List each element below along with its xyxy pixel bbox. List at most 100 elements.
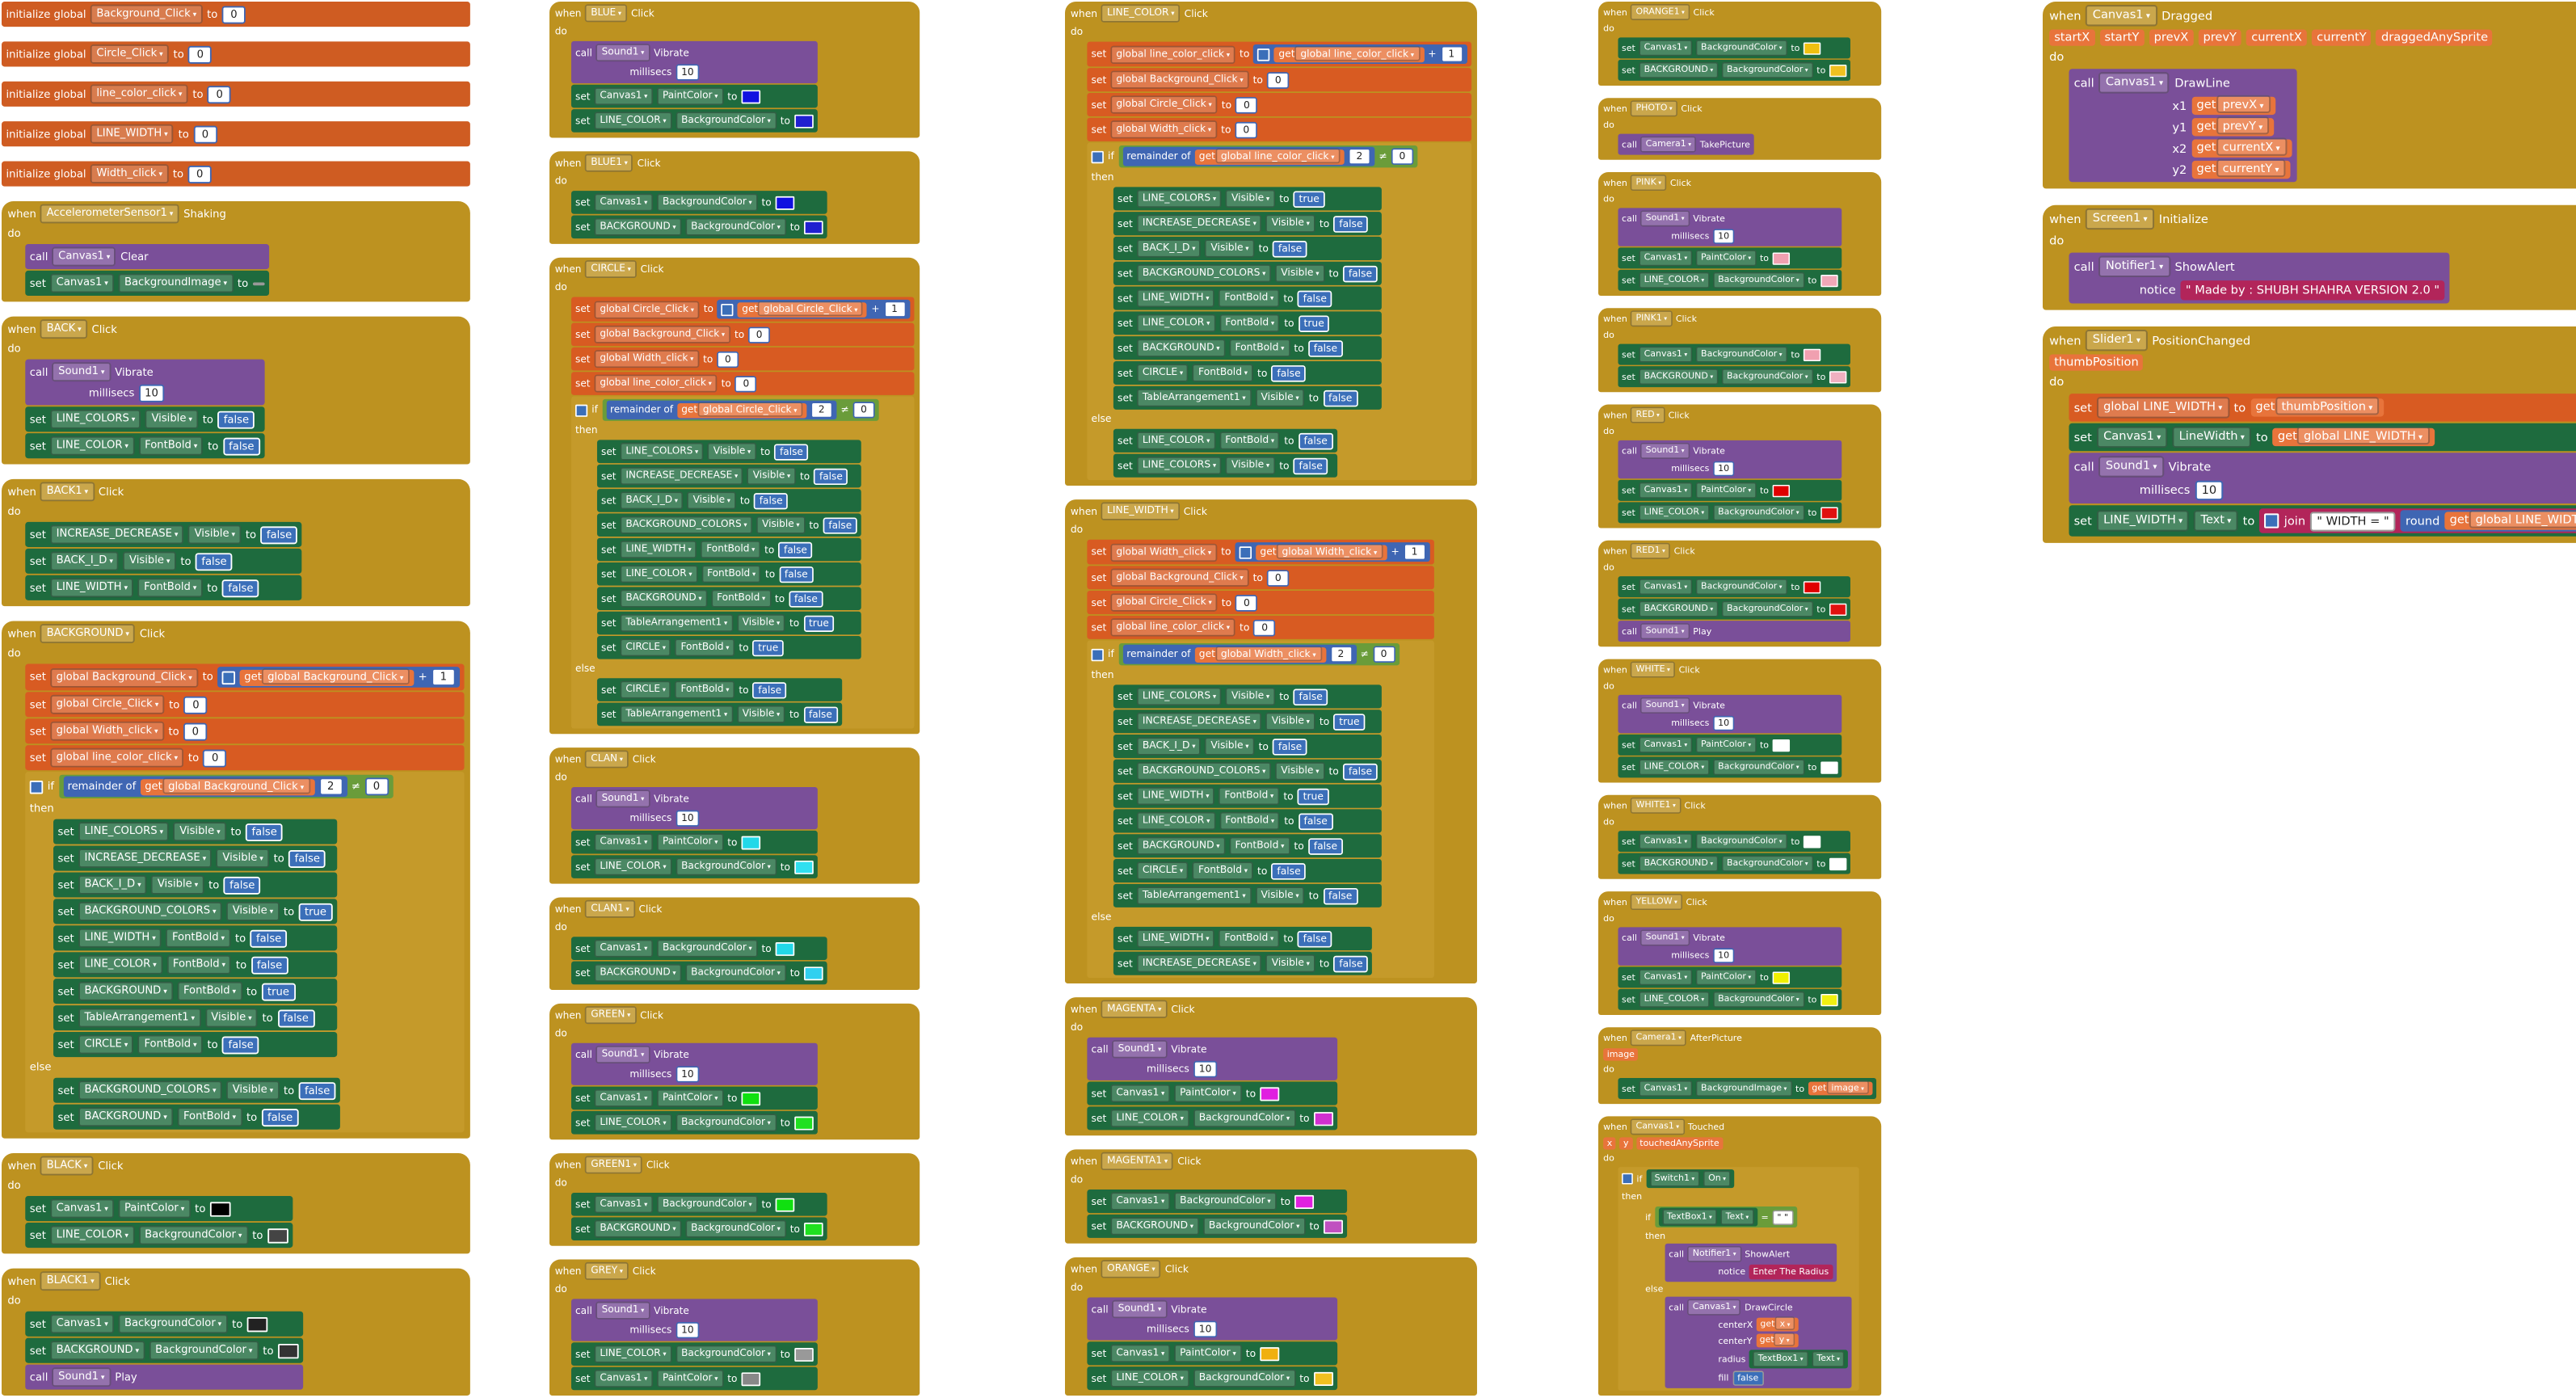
color-swatch[interactable] (775, 1197, 795, 1211)
event-block-camera[interactable]: whenCamera1AfterPictureimagedosetCanvas1… (1598, 1027, 1882, 1105)
property-dropdown[interactable]: Visible (1205, 239, 1255, 258)
gear-icon[interactable] (1091, 149, 1104, 163)
literal-value[interactable]: 0 (193, 124, 217, 143)
set-property-block[interactable]: setBACKGROUNDFontBoldtofalse (1113, 336, 1383, 360)
literal-value[interactable]: false (1293, 457, 1328, 474)
property-dropdown[interactable]: Visible (1265, 954, 1315, 973)
set-property-block[interactable]: setCanvas1PaintColorto (25, 1196, 293, 1222)
text-literal[interactable]: " WIDTH = " (2310, 511, 2396, 531)
component-dropdown[interactable]: BACKGROUND_COLORS (78, 902, 222, 921)
component-dropdown[interactable]: Canvas1 (1639, 346, 1693, 363)
color-swatch[interactable] (1803, 835, 1821, 848)
component-dropdown[interactable]: LINE_WIDTH (2096, 510, 2190, 532)
property-dropdown[interactable]: FontBold (1219, 929, 1280, 948)
component-dropdown[interactable]: RED (1631, 406, 1665, 423)
property-dropdown[interactable]: Visible (226, 902, 280, 921)
component-dropdown[interactable]: Sound1 (596, 790, 650, 808)
call-vibrate-block[interactable]: callSound1Vibratemillisecs10 (570, 40, 818, 84)
literal-value[interactable]: true (1333, 713, 1366, 731)
component-dropdown[interactable]: LINE_COLOR (1110, 1369, 1189, 1387)
variable-dropdown[interactable]: y (1774, 1333, 1795, 1346)
event-block-magenta1[interactable]: whenMAGENTA1ClickdosetCanvas1BackgroundC… (1065, 1149, 1477, 1244)
component-dropdown[interactable]: BACKGROUND_COLORS (1136, 264, 1272, 283)
color-swatch[interactable] (775, 941, 795, 956)
literal-value[interactable]: true (298, 902, 333, 920)
component-dropdown[interactable]: Sound1 (596, 1046, 650, 1063)
color-swatch[interactable] (1772, 971, 1790, 983)
property-dropdown[interactable]: PaintColor (1174, 1084, 1242, 1103)
property-dropdown[interactable]: FontBold (675, 638, 735, 657)
event-block-orange[interactable]: whenORANGEClickdocallSound1Vibratemillis… (1065, 1257, 1477, 1396)
literal-value[interactable]: 0 (208, 85, 232, 103)
literal-value[interactable]: false (1342, 763, 1378, 780)
component-dropdown[interactable]: GREEN1 (585, 1156, 642, 1174)
set-property-block[interactable]: setCanvas1BackgroundColorto (1618, 831, 1850, 853)
property-dropdown[interactable]: Visible (1265, 712, 1315, 731)
variable-dropdown[interactable]: global LINE_WIDTH (2469, 510, 2576, 528)
property-dropdown[interactable]: BackgroundColor (657, 939, 758, 958)
event-block-dragged[interactable]: whenCanvas1DraggedstartXstartYprevXprevY… (2043, 2, 2576, 189)
textbox-getter[interactable]: TextBox1Text (1658, 1207, 1757, 1227)
color-swatch[interactable] (793, 860, 814, 874)
component-dropdown[interactable]: CIRCLE (1136, 861, 1189, 880)
literal-value[interactable]: false (1297, 289, 1332, 307)
event-block-pink1[interactable]: whenPINK1ClickdosetCanvas1BackgroundColo… (1598, 308, 1882, 393)
switch-on-getter[interactable]: Switch1On (1645, 1169, 1735, 1189)
component-dropdown[interactable]: Sound1 (1640, 623, 1690, 640)
event-block-red1[interactable]: whenRED1ClickdosetCanvas1BackgroundColor… (1598, 540, 1882, 647)
component-dropdown[interactable]: BACKGROUND_COLORS (78, 1080, 222, 1101)
property-dropdown[interactable]: Visible (204, 1008, 259, 1028)
event-param[interactable]: startX (2049, 29, 2095, 46)
property-dropdown[interactable]: BackgroundColor (1712, 991, 1804, 1008)
property-dropdown[interactable]: BackgroundImage (1695, 1080, 1792, 1097)
property-dropdown[interactable]: Visible (151, 875, 204, 895)
literal-value[interactable]: 10 (1713, 715, 1735, 731)
literal-value[interactable]: true (803, 614, 835, 632)
component-dropdown[interactable]: Canvas1 (1639, 579, 1693, 596)
component-dropdown[interactable]: Canvas1 (50, 1314, 115, 1334)
set-property-block[interactable]: setCanvas1PaintColorto (570, 1086, 818, 1110)
number-zero[interactable]: 0 (183, 722, 208, 740)
event-block-screen[interactable]: whenScreen1InitializedocallNotifier1Show… (2043, 204, 2576, 310)
component-dropdown[interactable]: CLAN (585, 750, 629, 768)
component-dropdown[interactable]: CIRCLE (585, 260, 637, 278)
number-zero[interactable]: 0 (717, 351, 739, 368)
component-dropdown[interactable]: TextBox1 (1753, 1350, 1808, 1367)
component-dropdown[interactable]: WHITE1 (1631, 797, 1681, 814)
literal-value[interactable]: false (779, 566, 814, 583)
color-swatch[interactable] (1294, 1194, 1315, 1209)
component-dropdown[interactable]: LINE_COLOR (50, 1225, 135, 1245)
property-dropdown[interactable]: FontBold (711, 589, 771, 608)
color-swatch[interactable] (741, 1371, 761, 1386)
literal-value[interactable]: false (789, 590, 823, 607)
component-dropdown[interactable]: BACKGROUND (40, 624, 136, 643)
property-dropdown[interactable]: FontBold (137, 578, 203, 598)
property-dropdown[interactable]: Visible (1275, 762, 1325, 781)
gear-icon[interactable] (221, 670, 236, 684)
property-dropdown[interactable]: Visible (1255, 886, 1305, 905)
event-param[interactable]: touchedAnySprite (1635, 1137, 1724, 1150)
property-dropdown[interactable]: BackgroundColor (657, 1195, 758, 1214)
set-property-block[interactable]: setBACKGROUNDFontBoldtotrue (53, 979, 337, 1004)
component-dropdown[interactable]: BACKGROUND (620, 589, 708, 608)
event-param[interactable]: prevX (2149, 29, 2194, 46)
property-dropdown[interactable]: PaintColor (1695, 250, 1757, 267)
property-dropdown[interactable]: Visible (1265, 214, 1315, 233)
color-swatch[interactable] (1820, 506, 1838, 519)
property-dropdown[interactable]: BackgroundColor (149, 1341, 259, 1361)
literal-value[interactable]: false (774, 443, 809, 460)
number-zero[interactable]: 0 (852, 402, 875, 419)
